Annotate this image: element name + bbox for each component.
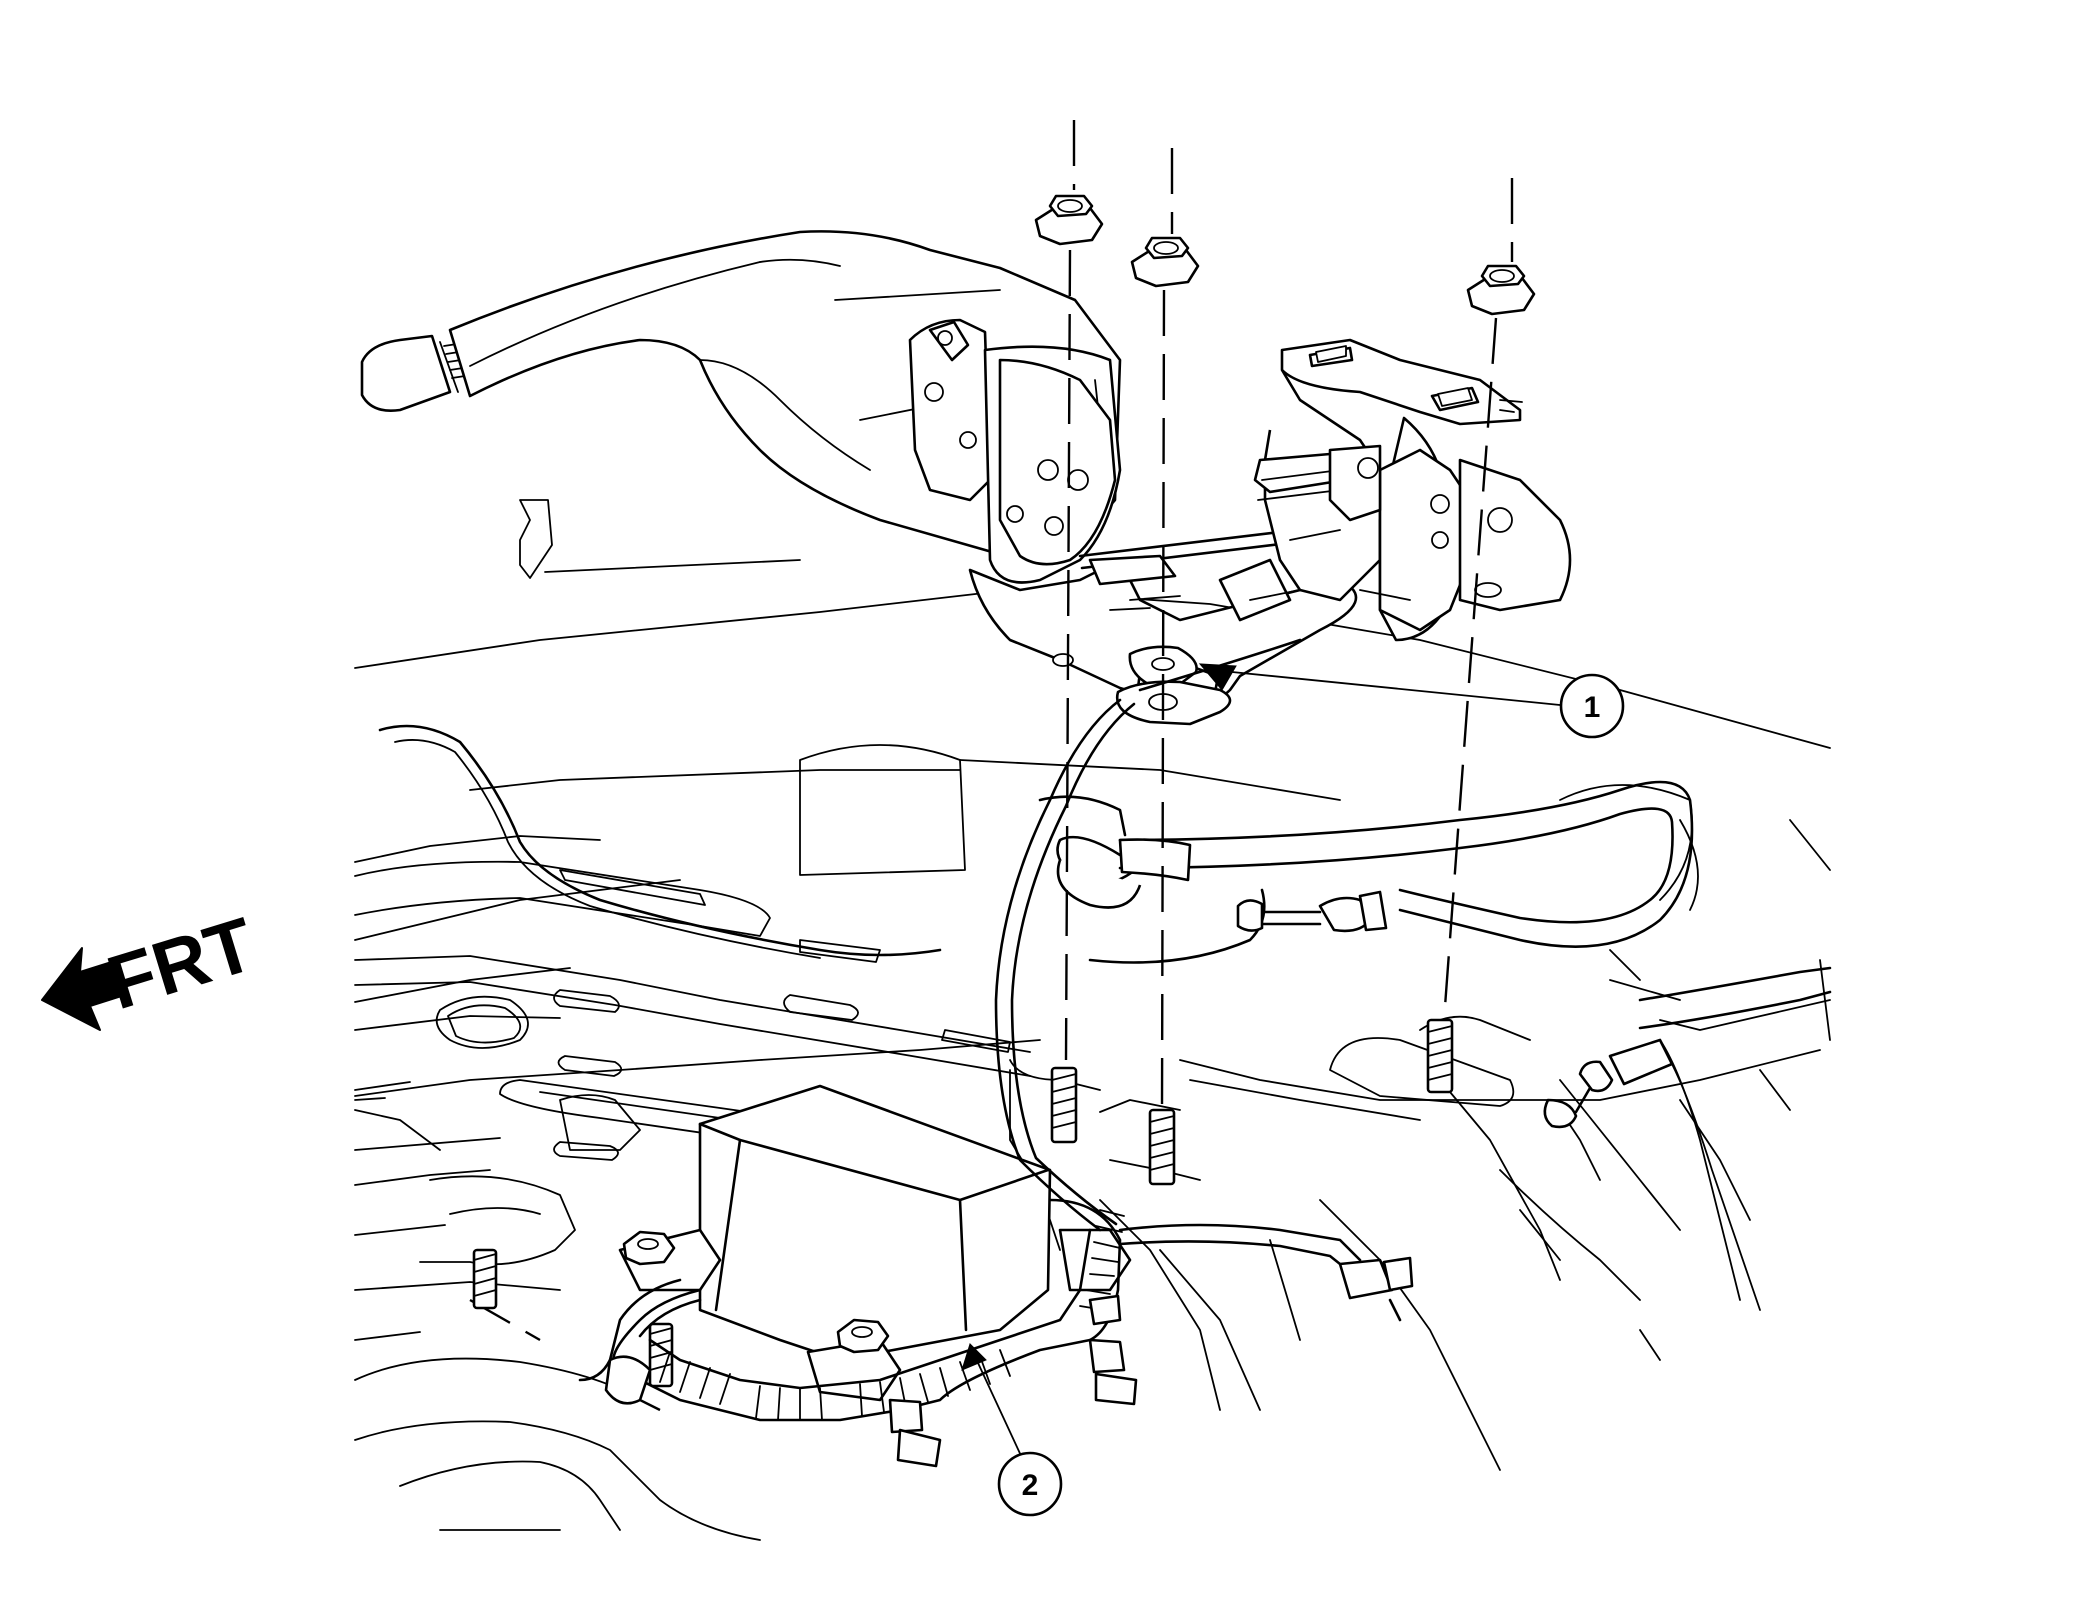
callout-1: 1 [1559,673,1625,739]
callout-2: 2 [997,1451,1063,1517]
floor-stud-left [1050,1066,1078,1144]
parking-brake-lever [360,230,1572,726]
module-stud-left [472,1248,498,1310]
mounting-nut-center [1130,236,1200,288]
front-brake-cable [1038,795,1388,964]
parking-brake-switch-wire [994,638,1302,1232]
floor-pan [354,499,1831,1541]
arrow-left-icon [41,947,129,1031]
inflatable-restraint-sensing-module [578,1084,1414,1468]
front-direction-indicator: FRT [41,902,264,1031]
install-alignment-lines [469,120,1514,1412]
floor-stud-right [1426,1018,1454,1094]
callout-2-label: 2 [1022,1469,1039,1502]
floor-stud-center [1148,1108,1176,1186]
mounting-nut-left [1034,194,1104,246]
frt-label: FRT [98,902,264,1026]
rear-brake-cable [1118,780,1832,1311]
callout-1-label: 1 [1584,691,1601,724]
mounting-nut-right [1466,264,1536,316]
